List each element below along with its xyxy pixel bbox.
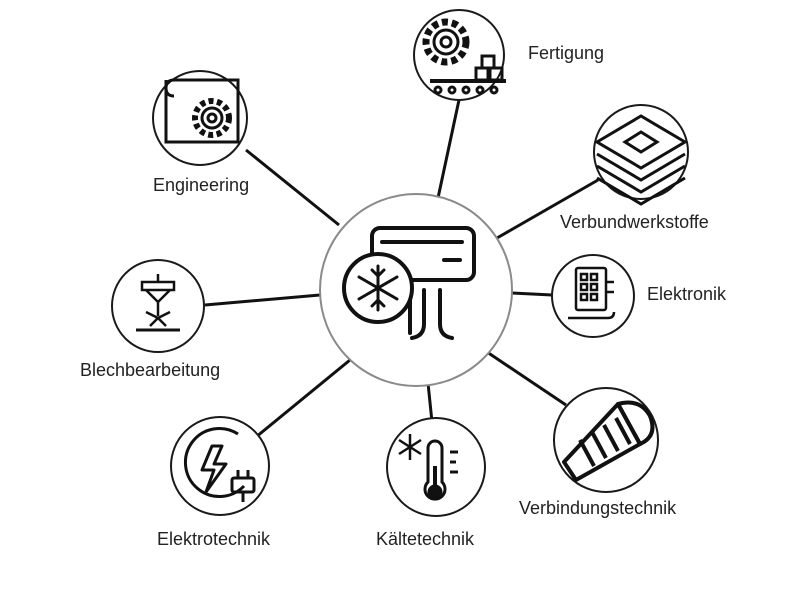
node-elektronik: [551, 254, 635, 338]
screw-icon: [562, 400, 655, 482]
label-fertigung: Fertigung: [528, 43, 605, 63]
connector-elektronik: [511, 291, 553, 297]
connector-elektrotechnik: [255, 358, 351, 439]
laser-cutter-icon: [136, 274, 180, 332]
connector-blechbearbeitung: [204, 293, 321, 307]
label-verbundwerkstoffe: Verbundwerkstoffe: [560, 212, 709, 232]
label-verbindungstechnik: Verbindungstechnik: [519, 498, 677, 518]
node-verbindungstechnik: [553, 387, 659, 493]
connector-engineering: [245, 148, 340, 227]
air-conditioner-icon: [342, 226, 476, 340]
connector-kaeltetechnik: [426, 382, 434, 423]
node-elektrotechnik: [170, 416, 270, 516]
connector-verbindungstechnik: [486, 350, 567, 407]
thermometer-snowflake-icon: [398, 434, 458, 501]
connector-fertigung: [436, 99, 461, 199]
hub-node: [319, 193, 513, 387]
circuit-board-icon: [568, 266, 616, 320]
node-fertigung: [413, 9, 506, 101]
label-kaeltetechnik: Kältetechnik: [376, 529, 475, 549]
node-verbundwerkstoffe: [593, 104, 689, 206]
connector-lines: [204, 99, 599, 439]
node-kaeltetechnik: [386, 417, 486, 517]
gear-conveyor-icon: [422, 18, 506, 95]
gear-blueprint-icon: [164, 78, 240, 144]
node-circle: [553, 387, 659, 493]
node-blechbearbeitung: [111, 259, 205, 353]
label-elektronik: Elektronik: [647, 284, 727, 304]
layered-chip-icon: [594, 114, 688, 206]
node-engineering: [152, 70, 248, 166]
label-elektrotechnik: Elektrotechnik: [157, 529, 271, 549]
label-engineering: Engineering: [153, 175, 250, 195]
connector-verbundwerkstoffe: [496, 178, 599, 240]
bolt-plug-icon: [183, 426, 256, 502]
label-blechbearbeitung: Blechbearbeitung: [80, 360, 221, 380]
